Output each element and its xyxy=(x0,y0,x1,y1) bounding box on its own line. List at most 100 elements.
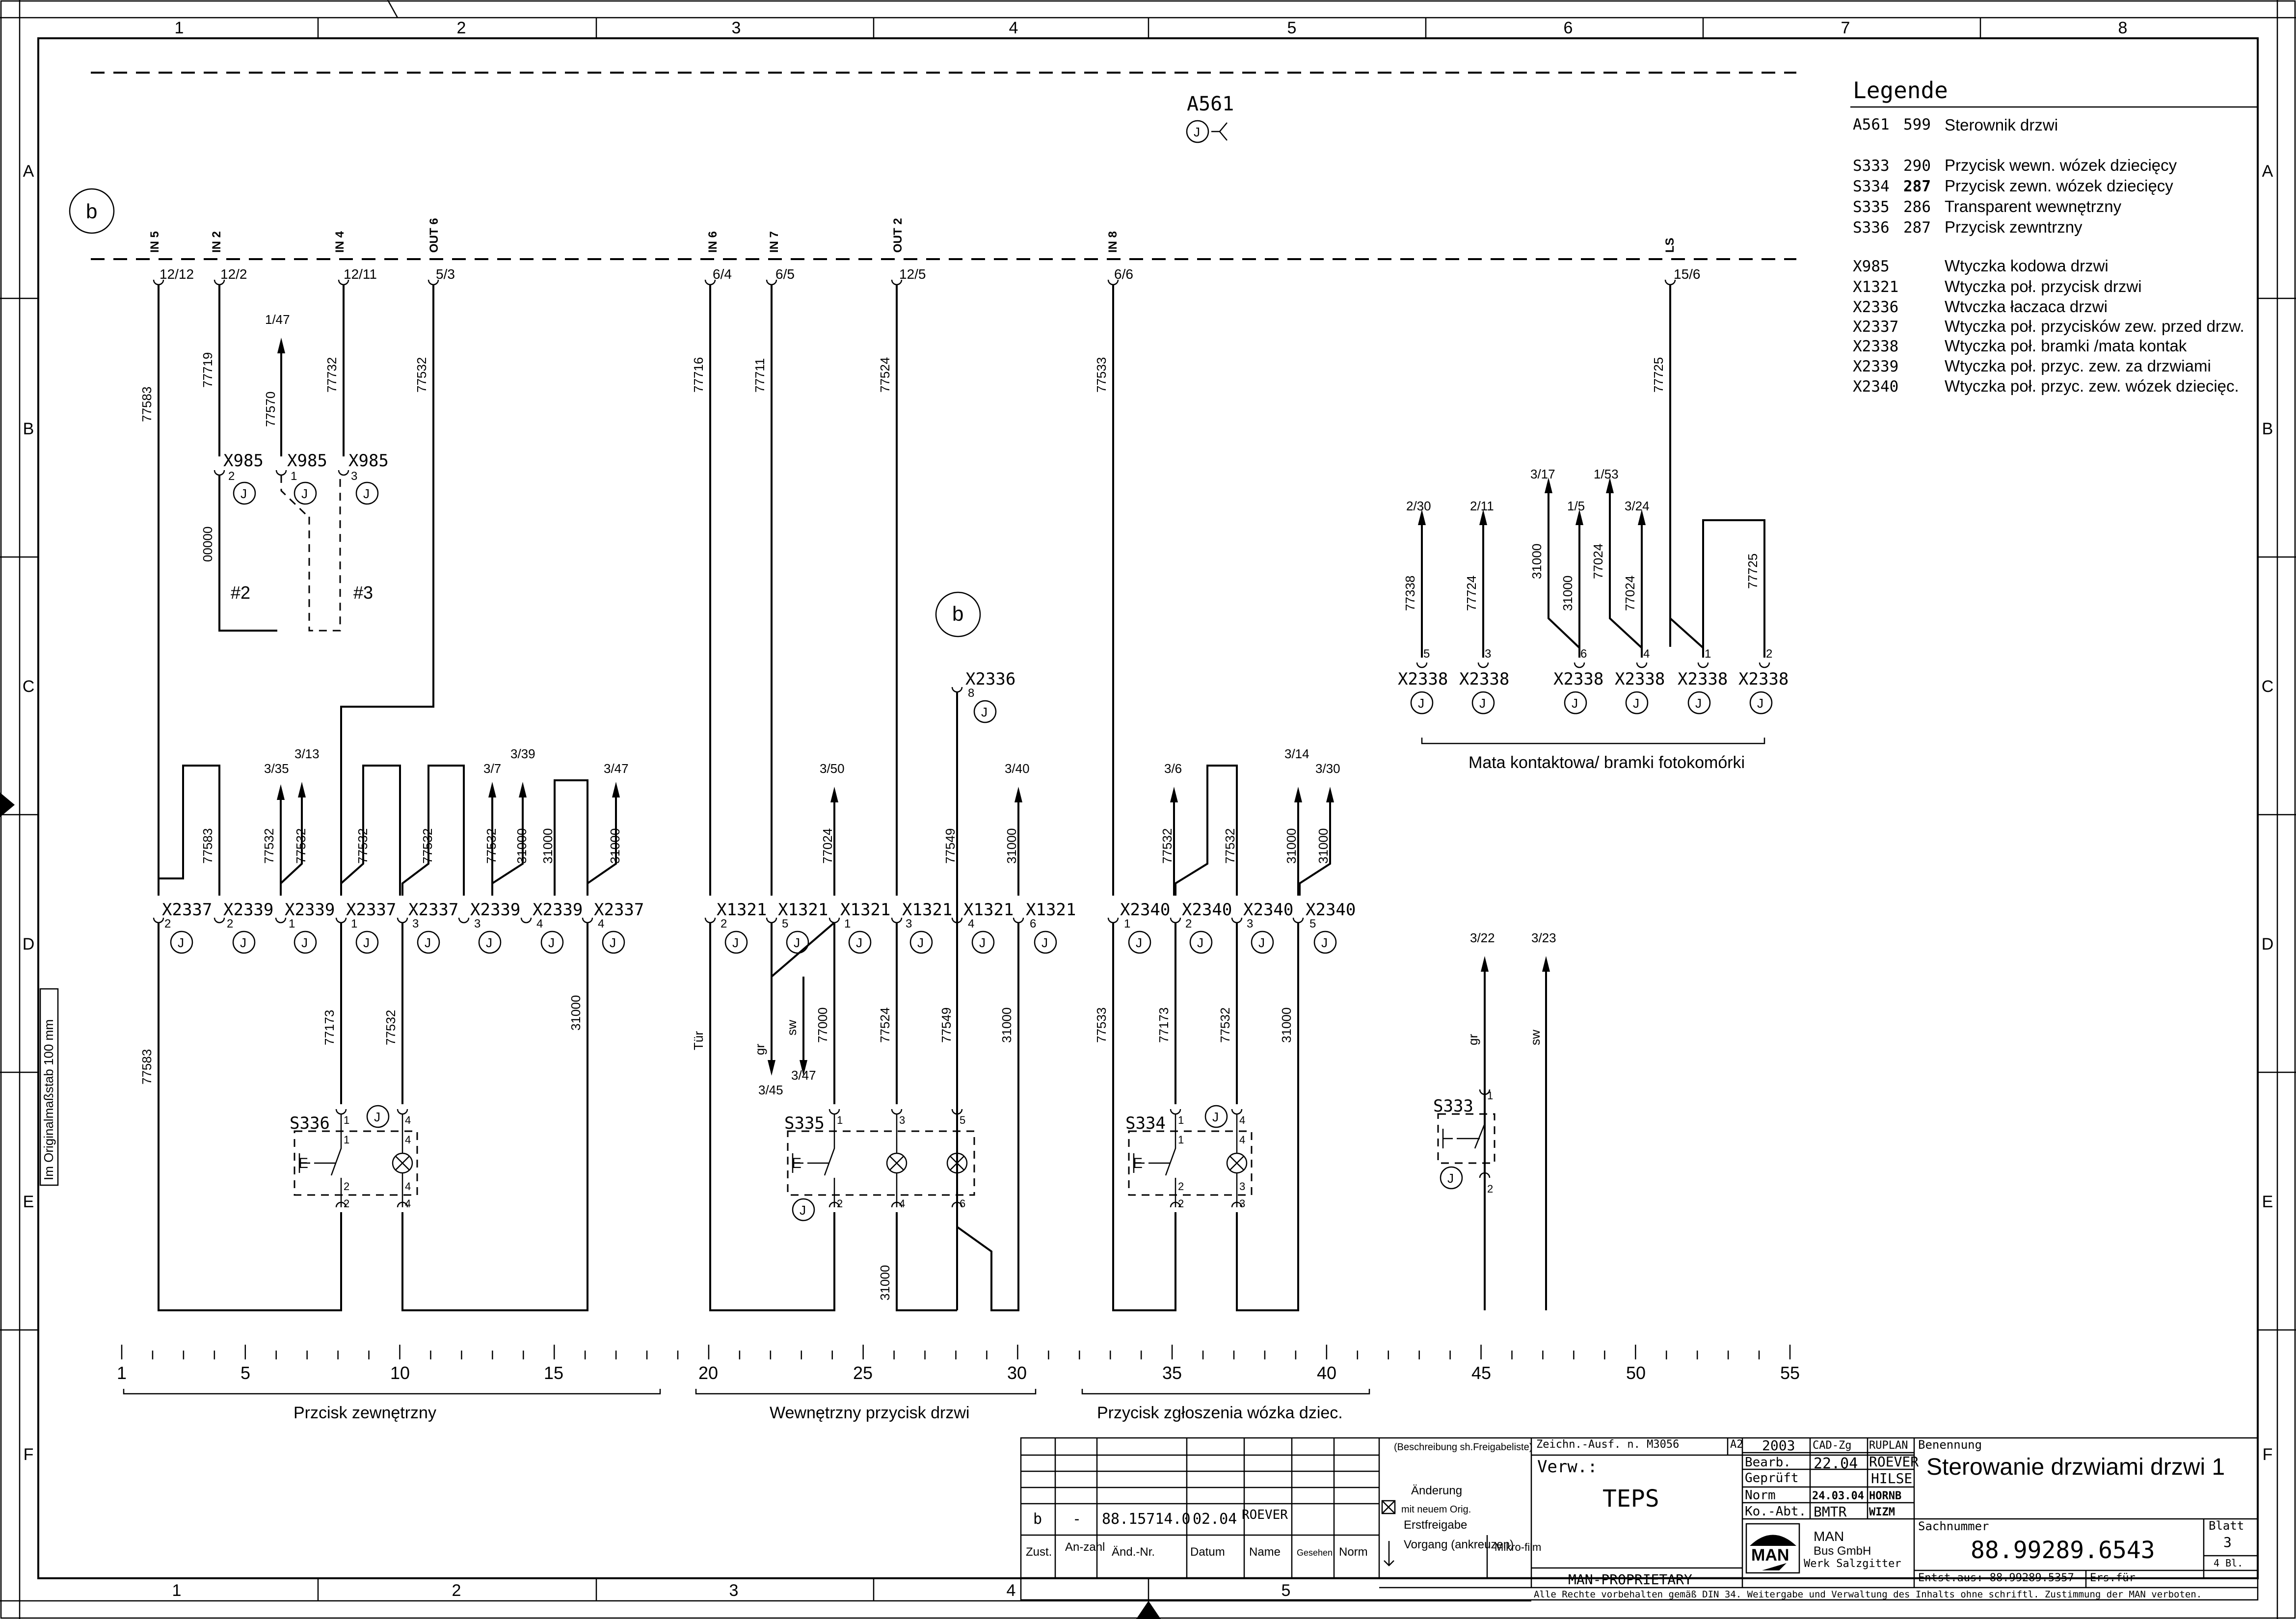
svg-text:LS: LS xyxy=(1663,238,1677,253)
bus-pin: IN 412/11 xyxy=(333,231,377,286)
col-label: 3 xyxy=(732,19,741,37)
upper-arrows xyxy=(277,782,1550,972)
row-label: E xyxy=(2262,1193,2273,1211)
scale-label: 45 xyxy=(1471,1363,1491,1383)
svg-text:5: 5 xyxy=(1423,647,1430,661)
row-label: C xyxy=(23,677,35,696)
svg-text:31000: 31000 xyxy=(568,995,583,1031)
scale-label: 20 xyxy=(698,1363,718,1383)
svg-text:4: 4 xyxy=(536,917,543,930)
svg-text:2: 2 xyxy=(1185,917,1192,930)
svg-text:77725: 77725 xyxy=(1745,554,1760,589)
svg-text:3: 3 xyxy=(351,470,357,483)
drawing-title: Sterowanie drzwiami drzwi 1 xyxy=(1926,1454,2225,1480)
scale-note: Im Originalmaßstab 100 mm xyxy=(39,988,59,1186)
connector-label: X2339 xyxy=(223,900,273,920)
connector-label: X2340 xyxy=(1306,900,1356,920)
svg-text:8: 8 xyxy=(968,687,974,700)
scale-label: 5 xyxy=(240,1363,250,1383)
scale-label: 15 xyxy=(544,1363,563,1383)
svg-text:Tür: Tür xyxy=(691,1031,706,1050)
connector-label: X2337 xyxy=(408,900,458,920)
svg-text:MAN: MAN xyxy=(1751,1546,1789,1565)
svg-text:2/11: 2/11 xyxy=(1470,499,1494,513)
legend-code: X2339 xyxy=(1853,358,1898,375)
svg-text:31000: 31000 xyxy=(1279,1008,1294,1043)
svg-text:J: J xyxy=(301,486,308,501)
svg-text:3/6: 3/6 xyxy=(1164,761,1182,776)
svg-text:Bus GmbH: Bus GmbH xyxy=(1814,1544,1871,1558)
svg-text:RUPLAN: RUPLAN xyxy=(1869,1439,1908,1452)
switch-label: S334 xyxy=(1125,1114,1166,1133)
svg-text:Bearb.: Bearb. xyxy=(1745,1455,1791,1470)
svg-text:2003: 2003 xyxy=(1762,1437,1795,1454)
svg-text:TEPS: TEPS xyxy=(1602,1485,1659,1513)
svg-text:Geprüft: Geprüft xyxy=(1745,1471,1799,1486)
svg-text:31000: 31000 xyxy=(1004,828,1019,864)
scale-label: 35 xyxy=(1162,1363,1182,1383)
scale-caption: Przycisk zgłoszenia wózka dziec. xyxy=(1097,1404,1343,1422)
svg-text:J: J xyxy=(363,486,370,501)
svg-text:1: 1 xyxy=(351,917,357,930)
controller-label: A561 xyxy=(1187,93,1234,115)
connector-label: X2339 xyxy=(533,900,583,920)
svg-text:2: 2 xyxy=(721,917,727,930)
svg-text:77024: 77024 xyxy=(1591,544,1605,579)
svg-text:77173: 77173 xyxy=(1156,1008,1171,1043)
svg-text:1: 1 xyxy=(344,1134,349,1146)
svg-text:3: 3 xyxy=(1239,1180,1245,1193)
svg-text:5: 5 xyxy=(1309,917,1316,930)
svg-text:Ers.für: Ers.für xyxy=(2090,1572,2136,1584)
svg-text:3/17: 3/17 xyxy=(1530,467,1555,481)
svg-text:77024: 77024 xyxy=(820,828,835,864)
centering-mark-bottom-icon xyxy=(1136,1601,1161,1619)
svg-text:2: 2 xyxy=(1178,1180,1184,1193)
svg-text:77533: 77533 xyxy=(1094,1008,1109,1043)
svg-text:77549: 77549 xyxy=(943,828,958,864)
svg-text:3/40: 3/40 xyxy=(1005,761,1030,776)
svg-text:77024: 77024 xyxy=(1623,576,1637,611)
svg-text:J: J xyxy=(1197,935,1203,950)
grid-row-labels: A B C D E F A B C D E F xyxy=(23,162,2274,1464)
svg-text:77532: 77532 xyxy=(383,1010,398,1045)
svg-text:Änderung: Änderung xyxy=(1411,1484,1462,1497)
svg-text:31000: 31000 xyxy=(1316,828,1331,864)
connector-label: X2339 xyxy=(285,900,335,920)
svg-text:ROEVER: ROEVER xyxy=(1242,1508,1288,1522)
svg-text:Zeichn.-Ausf. n. M3056: Zeichn.-Ausf. n. M3056 xyxy=(1536,1438,1679,1451)
bus-pin: LS 15/6 xyxy=(1663,238,1701,286)
svg-text:77532: 77532 xyxy=(484,828,499,864)
legend-code: X2336 xyxy=(1853,298,1898,316)
centering-mark-left-icon xyxy=(0,793,15,817)
svg-text:2: 2 xyxy=(1487,1183,1493,1195)
svg-text:1: 1 xyxy=(837,1114,843,1126)
svg-text:77532: 77532 xyxy=(294,828,308,864)
svg-text:Blatt: Blatt xyxy=(2209,1519,2244,1533)
bus-drop-wires xyxy=(158,285,1671,896)
bus-pins: IN 512/12 IN 212/2 IN 412/11 OUT 65/3 IN… xyxy=(148,218,1701,286)
svg-text:77711: 77711 xyxy=(752,358,767,393)
svg-text:15/6: 15/6 xyxy=(1674,266,1701,282)
connector-label: X2340 xyxy=(1182,900,1232,920)
svg-text:77532: 77532 xyxy=(420,828,435,864)
svg-text:2/30: 2/30 xyxy=(1406,499,1431,513)
svg-text:3/23: 3/23 xyxy=(1531,930,1556,945)
connector-label: X2337 xyxy=(346,900,396,920)
x2338-group: 2/30 2/11 3/17 1/5 1/53 3/24 77338 77724… xyxy=(1398,467,1789,772)
svg-text:sw: sw xyxy=(784,1020,799,1035)
legend-text: Sterownik drzwi xyxy=(1945,116,2058,134)
svg-text:6: 6 xyxy=(960,1197,965,1210)
row-label: D xyxy=(23,935,35,954)
svg-text:3: 3 xyxy=(1485,647,1491,661)
svg-text:sw: sw xyxy=(1528,1030,1543,1045)
svg-text:3/13: 3/13 xyxy=(294,746,320,761)
svg-text:OUT 6: OUT 6 xyxy=(427,218,441,253)
svg-text:Benennung: Benennung xyxy=(1918,1438,1982,1452)
svg-text:6/6: 6/6 xyxy=(1114,266,1133,282)
upper-wires xyxy=(158,765,1547,1310)
scale-label: 55 xyxy=(1780,1363,1800,1383)
svg-text:3/50: 3/50 xyxy=(820,761,845,776)
svg-text:Entst.aus: 88.99289.5357: Entst.aus: 88.99289.5357 xyxy=(1918,1572,2074,1584)
col-label: 5 xyxy=(1281,1581,1291,1600)
col-label: 2 xyxy=(457,19,466,37)
